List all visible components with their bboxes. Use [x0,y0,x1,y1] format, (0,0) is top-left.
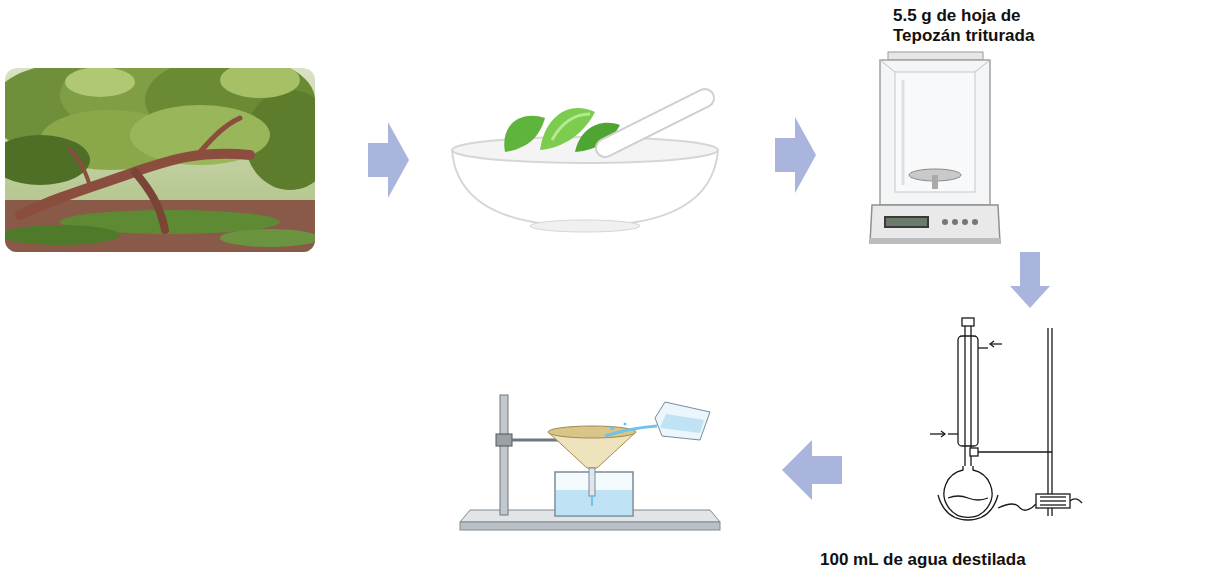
balance-picture [886,218,927,226]
reflux-picture [971,451,1052,452]
reflux-picture [1040,504,1066,505]
tree-photo [65,68,135,97]
balance-picture [902,80,905,185]
reflux-picture [1036,494,1070,508]
reflux-picture [970,326,971,466]
step-label: 100 mL de agua destilada [820,550,1099,570]
balance-picture [975,60,990,72]
tree-photo [200,118,240,152]
reflux-picture [1051,328,1052,516]
balance-picture [895,72,975,192]
balance-picture [972,219,978,225]
reflux-picture [978,347,988,348]
filtration-picture [605,426,657,436]
reflux-picture [1047,328,1048,516]
filtration-picture [460,395,720,530]
mortar-picture [452,98,718,232]
reflux-picture [1070,499,1082,503]
reflux-picture [990,343,1002,344]
reflux-picture [958,336,978,446]
flow-arrow [775,117,816,193]
tree-photo [220,229,315,247]
balance-picture [884,216,929,228]
filtration-picture [610,426,614,430]
filtration-picture [624,423,627,426]
tree-photo [135,172,165,230]
reflux-picture [964,336,965,446]
filtration-picture [496,434,512,446]
balance-picture [870,205,1000,243]
tree-photo [220,68,300,98]
reflux-picture [970,448,978,456]
reflux-picture [941,431,945,437]
balance-picture [870,52,1000,244]
mortar-picture [605,98,705,148]
step-label: 5.5 g de hoja de Tepozán triturada [893,6,1083,45]
reflux-picture [962,318,974,326]
balance-picture [888,52,983,60]
balance-picture [942,219,948,225]
balance-picture [880,60,990,205]
reflux-picture [990,341,994,347]
balance-picture [962,219,968,225]
balance-picture [870,238,1000,244]
balance-picture [952,219,958,225]
flow-arrow [1010,252,1050,308]
filtration-picture [512,439,560,442]
tree-photo [5,225,120,245]
mortar-picture [504,116,545,152]
mortar-picture [605,98,705,148]
filtration-picture [500,395,508,515]
filtration-picture [589,468,595,496]
reflux-picture [1040,496,1066,497]
filtration-picture [591,496,593,506]
reflux-picture [930,433,945,434]
reflux-picture [944,466,992,517]
reflux-picture [948,433,958,434]
step-label-box: 5.5 g de hoja de Tepozán triturada [890,2,1170,248]
tree-photo [20,154,250,215]
tree-photo [5,135,90,185]
step-label-box: 100 mL de agua destilada [815,312,1104,574]
balance-picture [932,175,938,189]
reflux-picture [964,326,965,466]
mortar-picture [530,220,640,232]
tree-photo [5,68,315,252]
reflux-picture [970,336,971,446]
reflux-picture [930,318,1082,520]
reflux-picture [1040,500,1066,501]
reflux-picture [998,504,1036,510]
filtration-picture [660,414,704,433]
reflux-picture [938,495,998,520]
flow-arrow [368,122,409,198]
tree-photo [70,150,90,186]
flow-arrow [782,440,842,500]
reflux-picture [948,496,988,500]
filtration-picture [460,522,720,530]
balance-picture [880,60,895,72]
filtration-picture [655,402,710,440]
